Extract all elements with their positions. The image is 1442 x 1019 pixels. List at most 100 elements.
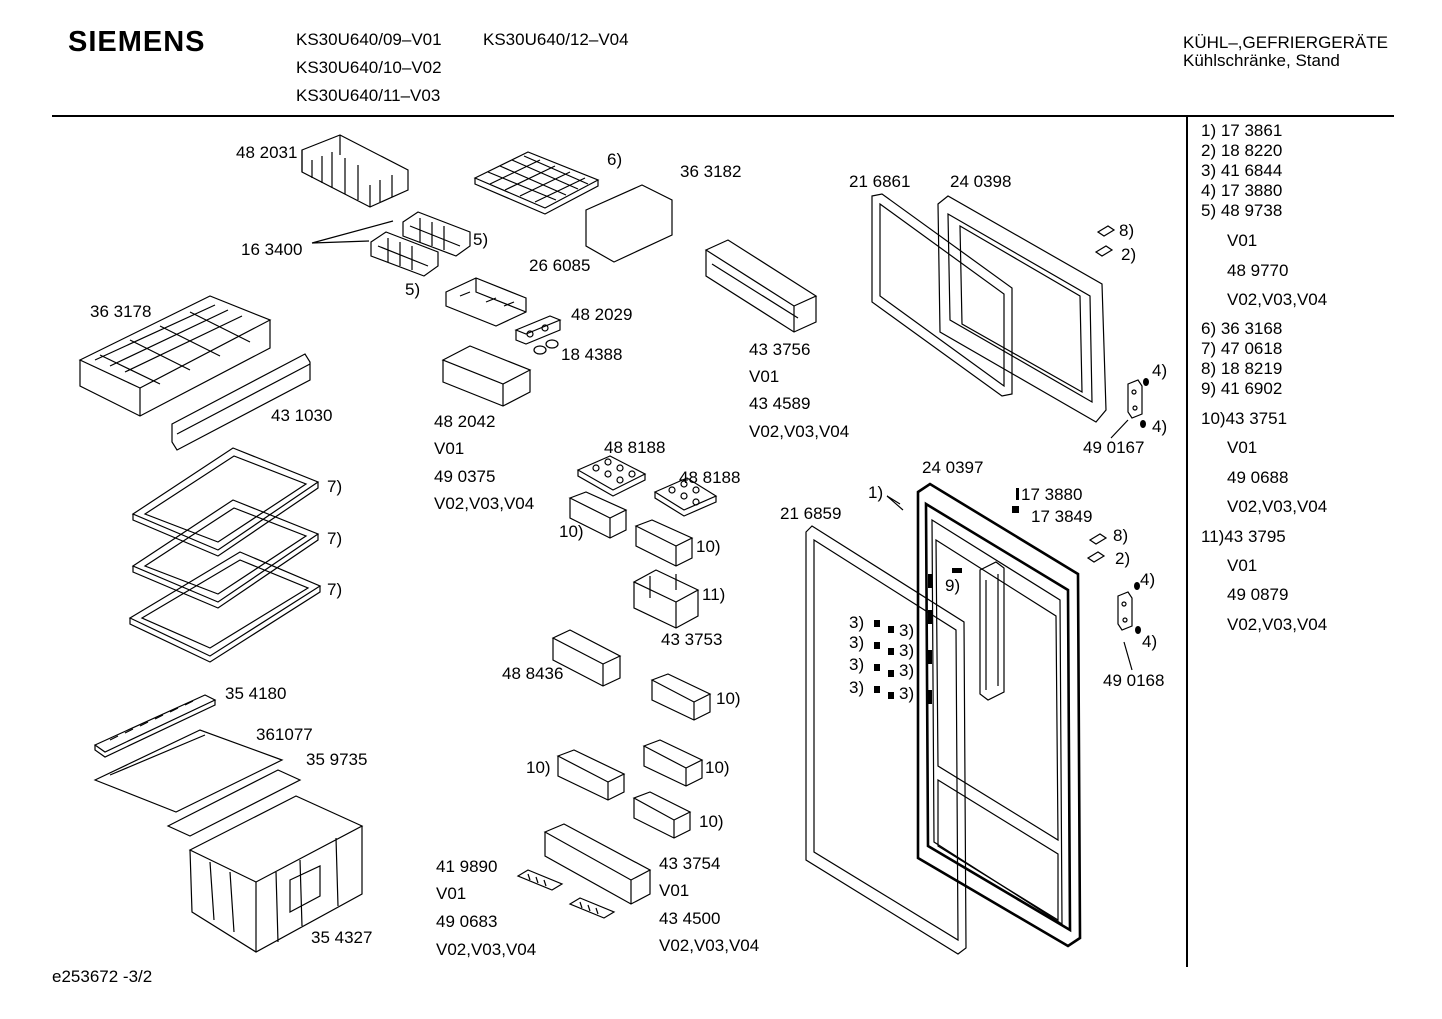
part-number: 36 3182 (680, 162, 742, 181)
part-number: 43 3754 (659, 854, 721, 873)
part-number: 18 4388 (561, 345, 623, 364)
ice-cube-tray-part (370, 211, 471, 277)
variant-label: V01 (659, 881, 690, 900)
legend-entry: 11)43 3795 (1201, 527, 1286, 546)
legend-entry: V02,V03,V04 (1227, 290, 1328, 309)
reference-number: 10) (696, 537, 721, 556)
variant-label: V02,V03,V04 (659, 936, 760, 955)
legend-entry: V01 (1227, 556, 1258, 575)
header-divider (52, 115, 1394, 117)
reference-number: 6) (607, 150, 623, 169)
door-bin-part (568, 491, 628, 539)
door-bin-part (642, 739, 704, 787)
part-number: 35 4327 (311, 928, 373, 947)
part-number: 35 9735 (306, 750, 368, 769)
door-bin-part (556, 749, 626, 801)
legend-entry: 4) 17 3880 (1201, 181, 1283, 200)
crisper-drawer-part (78, 295, 272, 417)
reference-number: 4) (1140, 570, 1156, 589)
cap-part (1086, 225, 1116, 563)
variant-label: V01 (436, 884, 467, 903)
reference-number: 4) (1152, 417, 1168, 436)
part-number: 21 6861 (849, 172, 911, 191)
door-shelf-part (704, 239, 818, 333)
fridge-door-part (916, 482, 1082, 948)
part-number: 26 6085 (529, 256, 591, 275)
legend-entry: 9) 41 6902 (1201, 379, 1283, 398)
part-number: 16 3400 (241, 240, 303, 259)
door-bin-part (551, 629, 622, 687)
reference-number: 3) (849, 655, 865, 674)
fridge-door-inner-part (931, 518, 1063, 926)
ice-tray-part (301, 134, 409, 208)
brand-logo: SIEMENS (68, 26, 206, 58)
reference-number: 8) (1119, 221, 1135, 240)
reference-number: 11) (702, 585, 726, 604)
door-gasket-part (805, 525, 967, 955)
cover-plate-part (585, 184, 673, 263)
legend-entry: V01 (1227, 438, 1258, 457)
part-number: 17 3880 (1021, 485, 1083, 504)
legend-entry: 5) 48 9738 (1201, 201, 1283, 220)
legend-entry: 3) 41 6844 (1201, 161, 1283, 180)
legend-entry: 1) 17 3861 (1201, 121, 1283, 140)
legend-entry: 8) 18 8219 (1201, 359, 1283, 378)
door-bin-part (632, 791, 692, 839)
reference-number: 10) (705, 758, 730, 777)
category-line-2: Kühlschränke, Stand (1183, 51, 1340, 70)
part-number: 43 1030 (271, 406, 333, 425)
vegetable-box-part (188, 795, 364, 953)
reference-number: 4) (1152, 361, 1168, 380)
leader-line (886, 495, 904, 511)
reference-number: 1) (868, 483, 884, 502)
grille-shelf-part (473, 151, 600, 215)
drawer-part (441, 345, 532, 407)
leader-line (311, 220, 394, 244)
glass-shelf-part (128, 551, 322, 663)
legend-entry: V02,V03,V04 (1227, 497, 1328, 516)
legend-divider (1186, 115, 1188, 967)
knob-part (533, 339, 559, 355)
reference-number: 7) (327, 580, 343, 599)
part-number: 43 4500 (659, 909, 721, 928)
vent-grille-part (93, 694, 217, 758)
part-number: 43 3753 (661, 630, 723, 649)
document-id: e253672 -3/2 (52, 967, 153, 986)
part-number: 49 0168 (1103, 671, 1165, 690)
bottle-holder-part (516, 869, 616, 919)
screw-part (1012, 378, 1149, 634)
reference-number: 10) (559, 522, 584, 541)
reference-number: 3) (899, 621, 915, 640)
part-number: 48 2042 (434, 412, 496, 431)
shelf-clip-part (874, 568, 962, 704)
door-bin-part (650, 673, 712, 721)
variant-label: V02,V03,V04 (434, 494, 535, 513)
part-number: 361077 (256, 725, 313, 744)
reference-number: 4) (1142, 632, 1158, 651)
part-number: 49 0375 (434, 467, 496, 486)
part-number: 48 8188 (604, 438, 666, 457)
hinge-part (1127, 379, 1143, 419)
category-title: KÜHL–,GEFRIERGERÄTE Kühlschränke, Stand (1183, 34, 1388, 70)
legend-entry: 49 0879 (1227, 585, 1289, 604)
part-number: 43 4589 (749, 394, 811, 413)
reference-number: 7) (327, 529, 343, 548)
part-number: 36 3178 (90, 302, 152, 321)
part-number: 48 2031 (236, 143, 298, 162)
door-bin-part (632, 569, 700, 629)
strip-part (166, 769, 302, 837)
part-number: 35 4180 (225, 684, 287, 703)
reference-number: 8) (1113, 526, 1129, 545)
part-number: 49 0167 (1083, 438, 1145, 457)
variant-label: V01 (434, 439, 465, 458)
freezer-door-part (937, 195, 1107, 423)
category-line-1: KÜHL–,GEFRIERGERÄTE (1183, 33, 1388, 52)
part-number: 48 8188 (679, 468, 741, 487)
reference-number: 10) (699, 812, 724, 831)
reference-number: 3) (899, 684, 915, 703)
bracket-part (445, 277, 527, 327)
part-number: 24 0398 (950, 172, 1012, 191)
reference-number: 5) (405, 280, 421, 299)
legend-entry: 10)43 3751 (1201, 409, 1288, 428)
leader-line (1110, 419, 1133, 671)
